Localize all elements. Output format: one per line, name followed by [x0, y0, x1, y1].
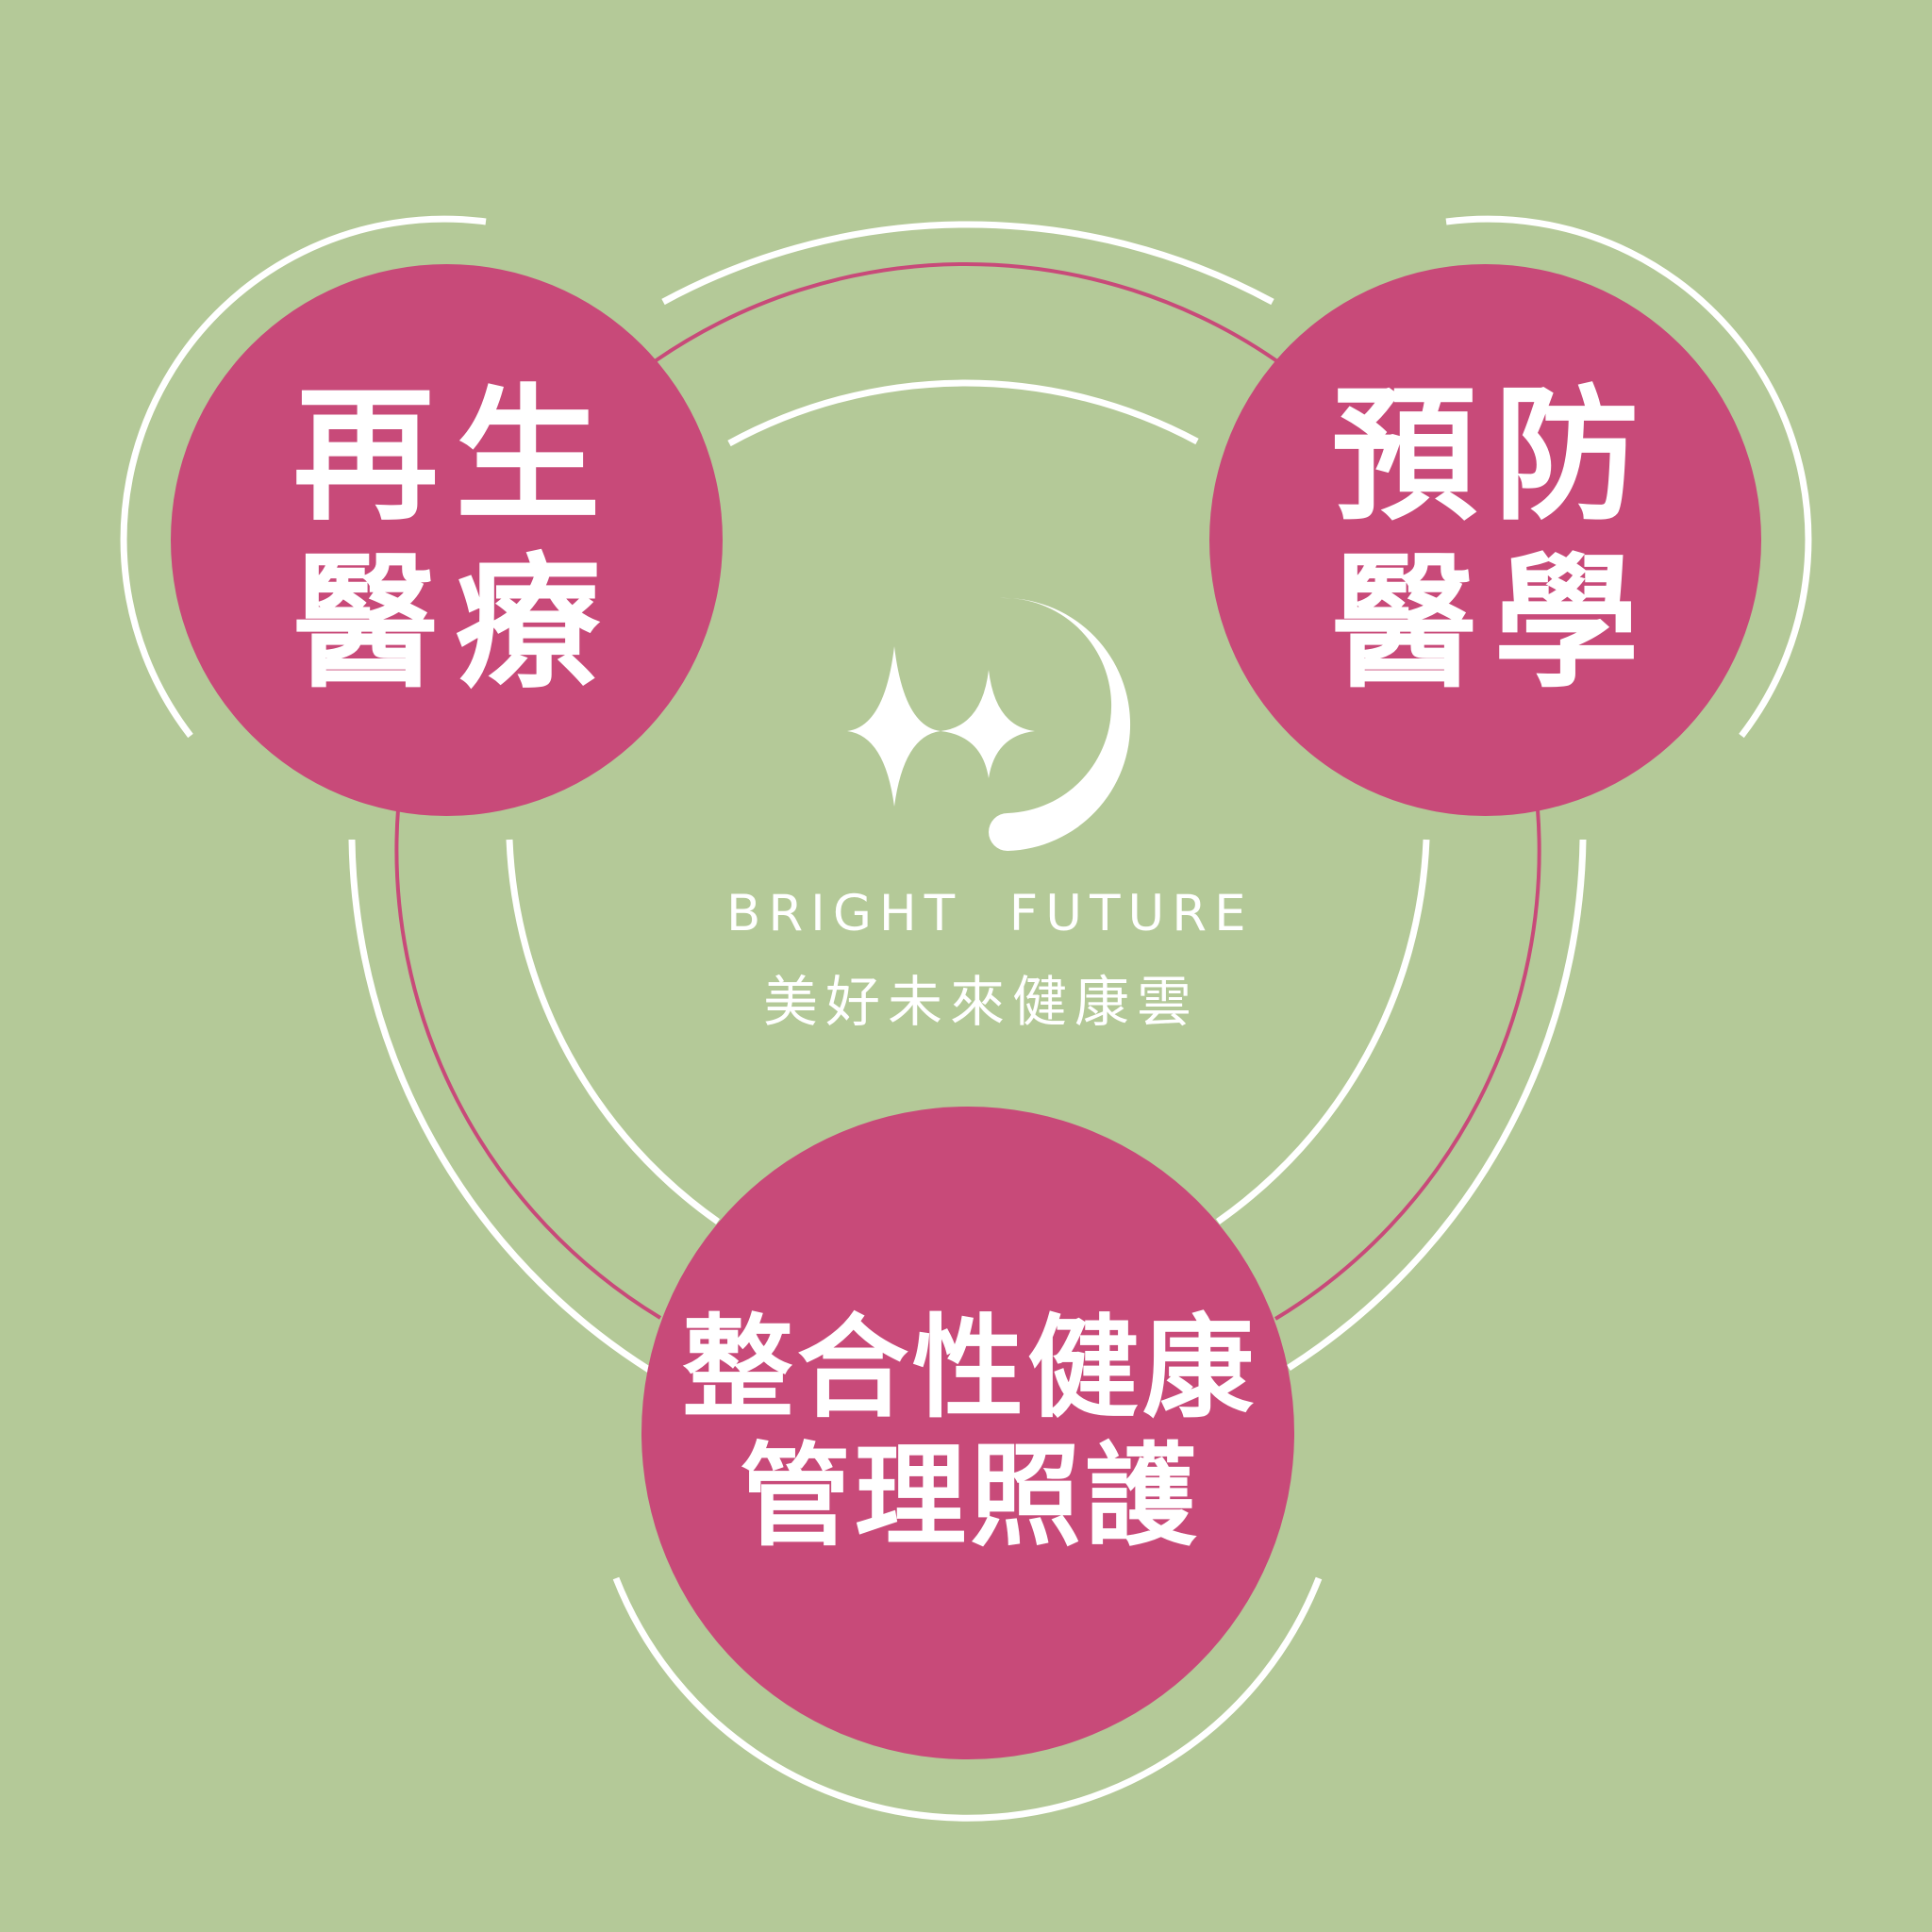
- node-integrative-line1: 整合性健康: [681, 1303, 1257, 1434]
- node-preventive-line1: 預防: [1331, 371, 1657, 541]
- halo-arc-regenerative: [120, 215, 487, 739]
- node-integrative-line2: 管理照護: [739, 1431, 1200, 1561]
- inner-arc-top: [727, 379, 1199, 447]
- node-integrative-health-care: 整合性健康 管理照護: [641, 1107, 1294, 1759]
- inner-arc-right: [1215, 839, 1430, 1224]
- accent-arc-top: [653, 262, 1279, 363]
- outer-arc-right: [1287, 839, 1587, 1371]
- star-left-icon: [847, 646, 941, 807]
- halo-arc-preventive: [1445, 215, 1812, 739]
- node-regenerative-line2: 醫療: [292, 539, 618, 708]
- brand-name-chinese: 美好未來健康雲: [762, 970, 1199, 1034]
- crescent-moon-stars-logo: [847, 597, 1131, 851]
- node-preventive-line2: 醫學: [1331, 539, 1657, 708]
- halo-arc-integrative: [612, 1576, 1323, 1822]
- inner-arc-left: [506, 839, 721, 1224]
- node-preventive-medicine: 預防 醫學: [1209, 264, 1761, 816]
- outer-arc-top: [661, 221, 1274, 306]
- node-regenerative-medicine: 再生 醫療: [171, 264, 723, 816]
- node-regenerative-line1: 再生: [292, 371, 618, 541]
- accent-arc-left: [394, 808, 662, 1320]
- outer-arc-left: [348, 839, 651, 1373]
- brand-name-english: BRIGHT FUTURE: [726, 885, 1254, 942]
- accent-arc-right: [1274, 808, 1541, 1321]
- crescent-moon-icon: [989, 597, 1131, 851]
- star-right-icon: [941, 670, 1035, 778]
